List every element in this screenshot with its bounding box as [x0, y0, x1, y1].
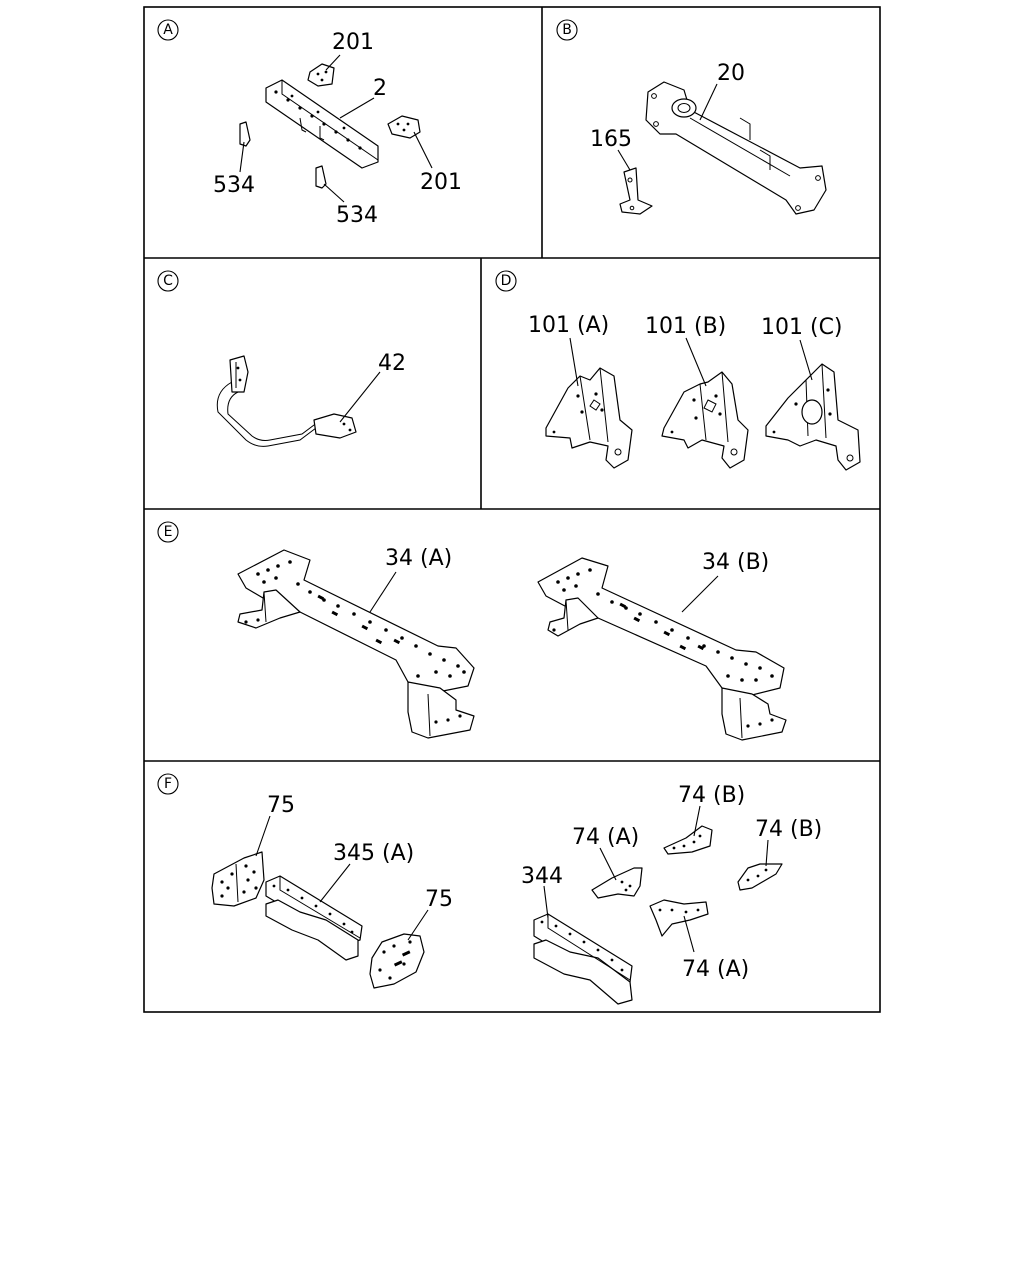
panel-e-marker: E	[157, 521, 179, 543]
bracket-part-201-top	[307, 63, 335, 87]
diagram-frame	[143, 6, 881, 1013]
panel-e-leaders	[369, 571, 719, 613]
gusset-part-101b	[661, 371, 749, 469]
label-101a: 101 (A)	[528, 313, 609, 338]
panel-c-marker: C	[157, 270, 179, 292]
label-101b: 101 (B)	[645, 314, 726, 339]
label-74b-right: 74 (B)	[755, 817, 822, 842]
panel-e-letter: E	[164, 524, 173, 540]
panel-d: D	[495, 270, 861, 471]
panel-a-letter: A	[163, 22, 173, 38]
crossmember-part-34a	[237, 549, 475, 739]
panel-e: E	[157, 521, 787, 741]
label-534-left: 534	[213, 173, 255, 198]
bracket-part-534-left	[239, 121, 251, 147]
label-534-mid: 534	[336, 203, 378, 228]
label-2: 2	[373, 76, 387, 101]
leader-42	[339, 371, 381, 423]
bracket-part-165	[619, 167, 653, 215]
panel-c-letter: C	[163, 273, 173, 289]
bracket-part-74b-top	[663, 825, 713, 855]
leader-20	[699, 83, 718, 121]
label-74a-top: 74 (A)	[572, 825, 639, 850]
bracket-part-74a-bottom	[649, 899, 709, 937]
panel-a: A	[157, 19, 462, 228]
panel-c: C 42	[157, 270, 406, 447]
label-74b-top: 74 (B)	[678, 783, 745, 808]
gusset-part-101c	[765, 363, 861, 471]
label-20: 20	[717, 61, 745, 86]
crossmember-part-20	[645, 81, 827, 215]
label-75-right: 75	[425, 887, 453, 912]
bracket-part-534-mid	[315, 165, 327, 189]
crossmember-part-345a	[265, 875, 363, 961]
panel-f: F	[157, 773, 822, 1005]
label-165: 165	[590, 127, 632, 152]
stay-part-42	[216, 355, 357, 447]
gusset-part-101a	[545, 367, 633, 469]
crossmember-part-344	[533, 913, 633, 1005]
panel-d-letter: D	[501, 273, 512, 289]
panel-a-marker: A	[157, 19, 179, 41]
label-42: 42	[378, 351, 406, 376]
panel-b: B 20 165	[556, 19, 827, 215]
label-101c: 101 (C)	[761, 315, 843, 340]
crossmember-part-34b	[537, 557, 787, 741]
bracket-part-74a-top	[591, 867, 643, 899]
label-345a: 345 (A)	[333, 841, 414, 866]
label-34a: 34 (A)	[385, 546, 452, 571]
bracket-part-75-right	[369, 933, 425, 989]
crossmember-part-2	[265, 79, 379, 169]
leader-165	[617, 149, 631, 171]
bracket-part-74b-right	[737, 863, 783, 891]
bracket-part-201-right	[387, 115, 421, 139]
label-201-top: 201	[332, 30, 374, 55]
panel-d-marker: D	[495, 270, 517, 292]
bracket-part-75-left	[211, 851, 265, 907]
label-344: 344	[521, 864, 563, 889]
panel-d-leaders	[569, 337, 813, 387]
label-75-left: 75	[267, 793, 295, 818]
label-201-right: 201	[420, 170, 462, 195]
panel-b-letter: B	[562, 22, 572, 38]
panel-a-leaders	[239, 54, 433, 203]
panel-f-letter: F	[164, 776, 172, 792]
label-74a-bottom: 74 (A)	[682, 957, 749, 982]
panel-f-marker: F	[157, 773, 179, 795]
panel-f-leaders	[255, 805, 769, 953]
label-34b: 34 (B)	[702, 550, 769, 575]
panel-b-marker: B	[556, 19, 578, 41]
